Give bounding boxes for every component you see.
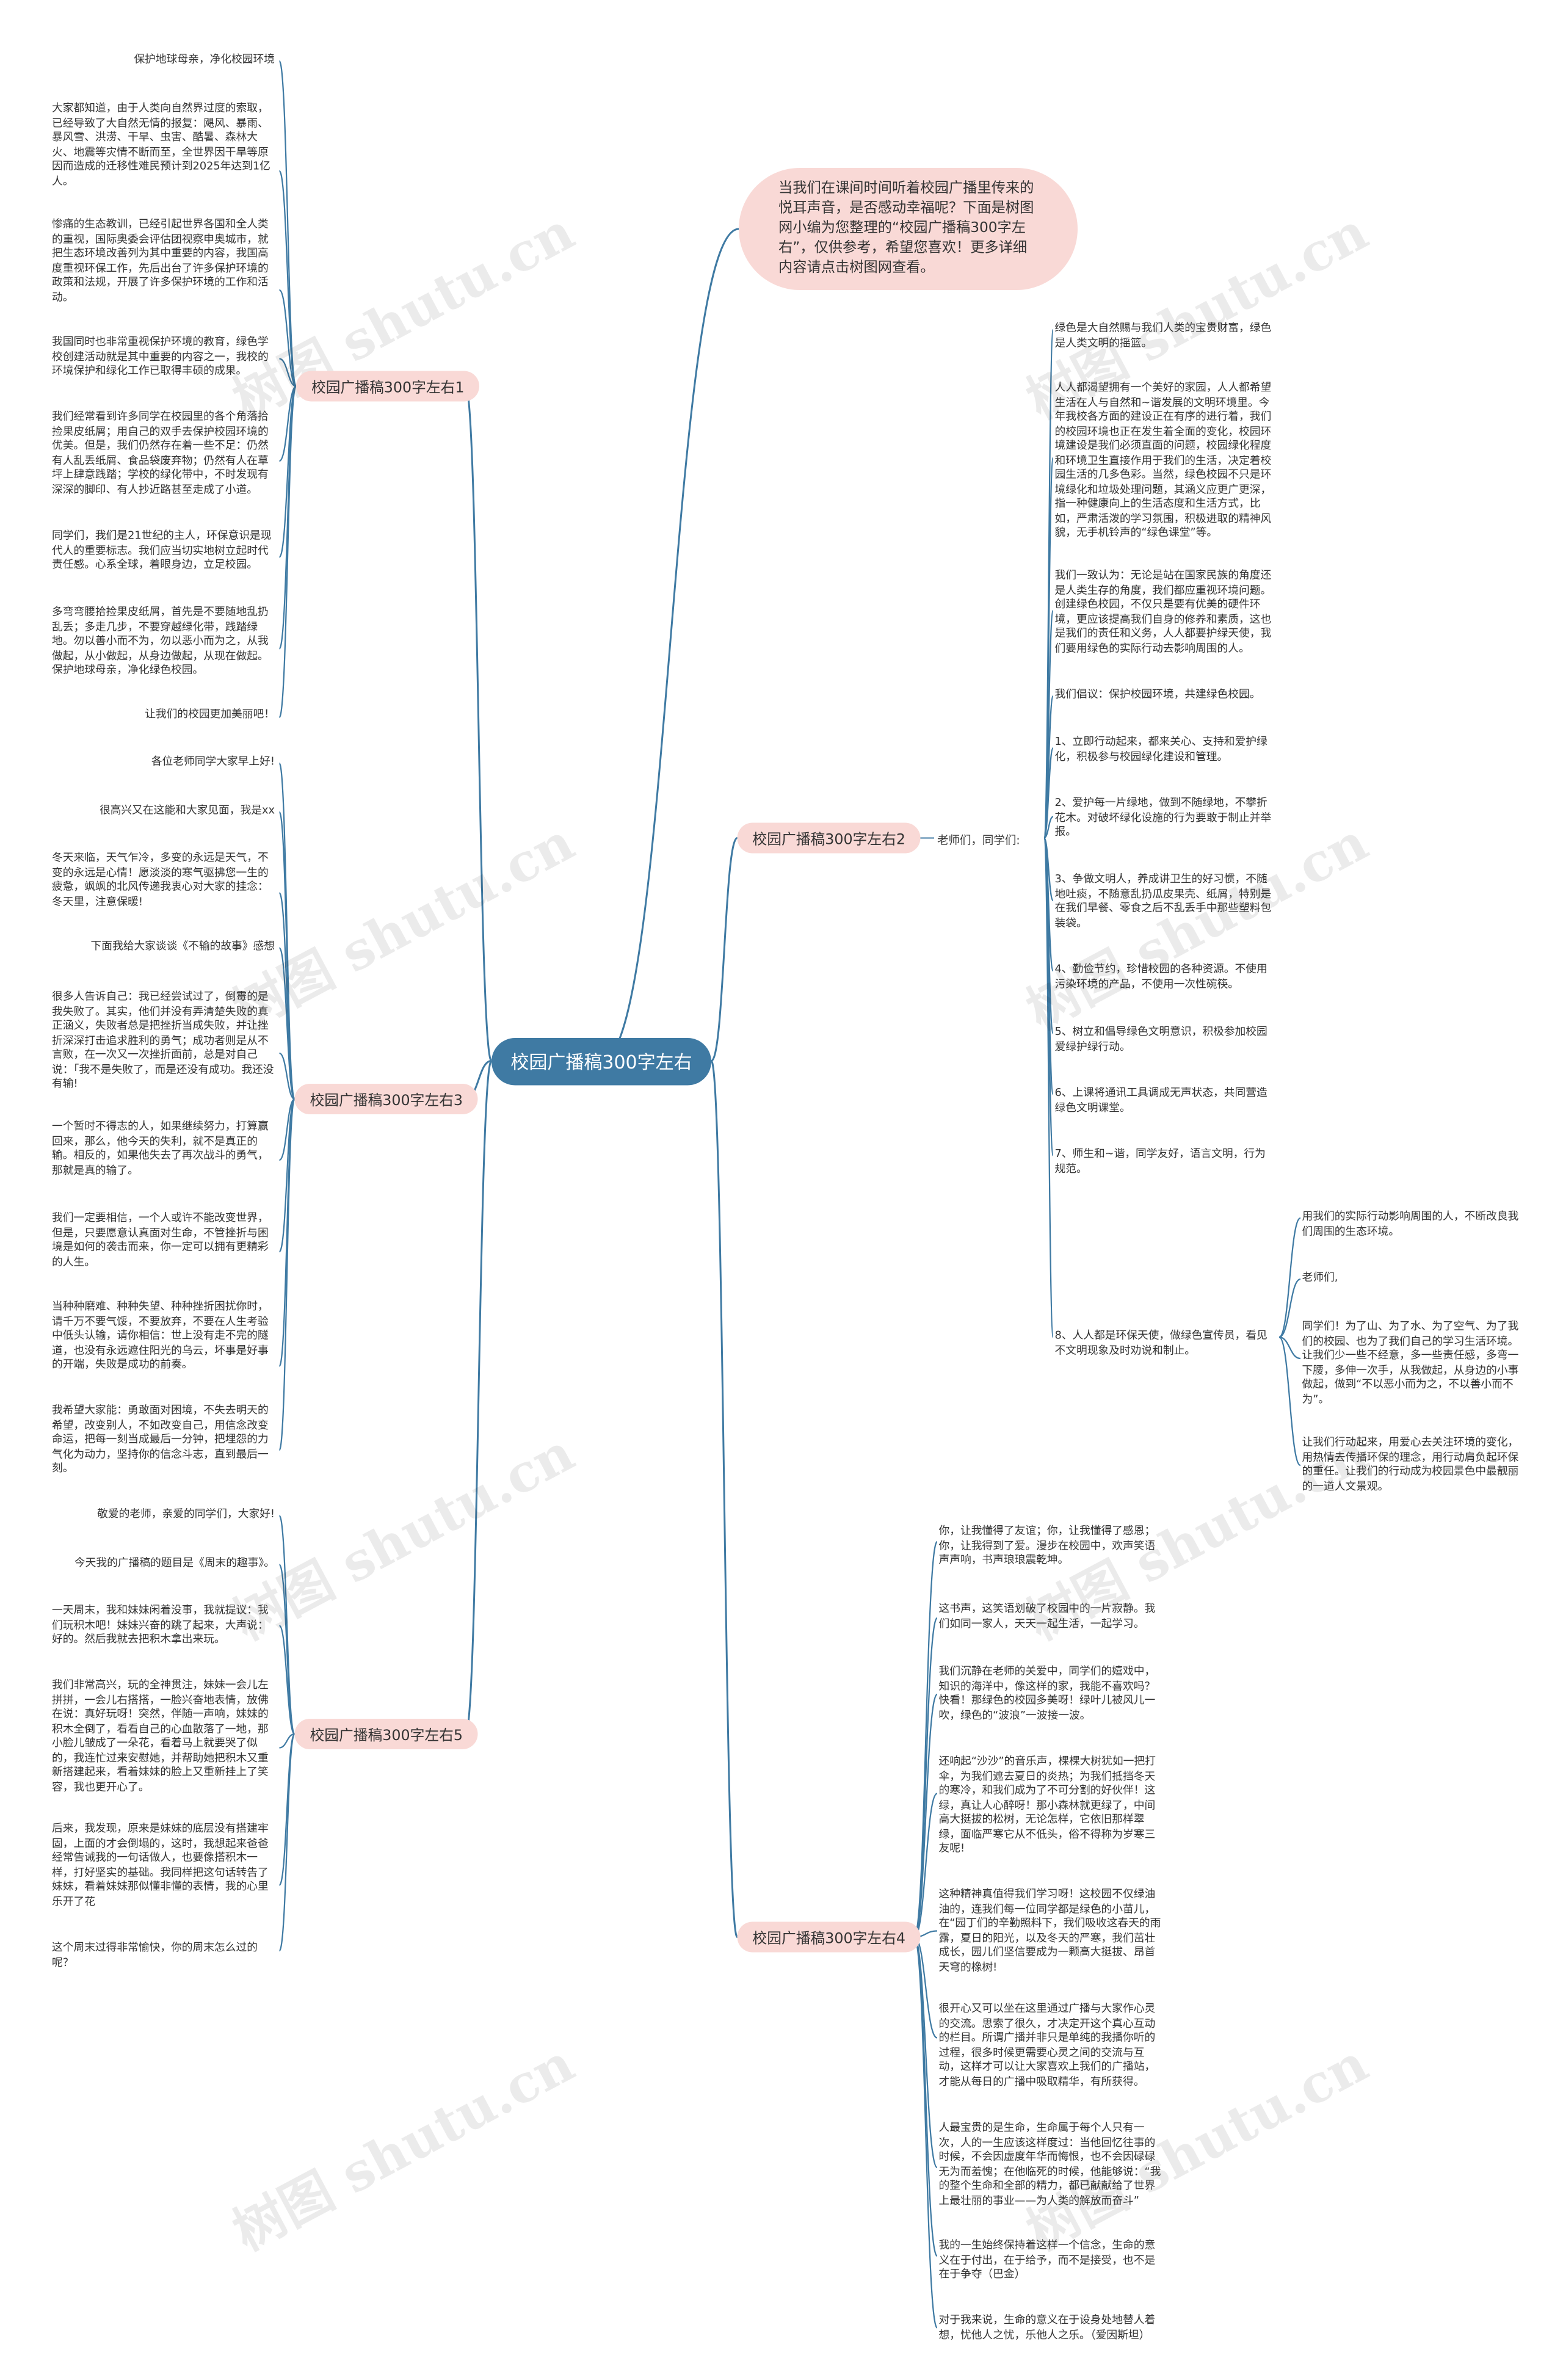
leaf-2-12-1: 用我们的实际行动影响周围的人，不断改良我们周围的生态环境。: [1302, 1209, 1519, 1238]
leaf-1-2: 大家都知道，由于人类向自然界过度的索取，已经导致了大自然无情的报复：飓风、暴雨、…: [52, 101, 270, 187]
connector-line: [913, 1936, 938, 2169]
connector-line: [278, 1098, 296, 1367]
leaf-3-9: 我希望大家能：勇敢面对困境，不失去明天的希望，改变别人，不如改变自己，用信念改变…: [52, 1402, 269, 1475]
leaf-4-9: 对于我来说，生命的意义在于设身处地替人着想，忧他人之忧，乐他人之乐。（爱因斯坦）: [938, 2312, 1156, 2341]
leaf-2-10: 6、上课将通讯工具调成无声状态，共同营造绿色文明课堂。: [1054, 1085, 1267, 1114]
branch-3[interactable]: 校园广播稿300字左右3: [294, 1084, 478, 1114]
leaf-3-7: 我们一定要相信，一个人或许不能改变世界，但是，只要愿意认真面对生命，不管挫折与困…: [52, 1210, 269, 1268]
leaf-3-5: 很多人告诉自己：我已经尝试过了，倒霉的是我失败了。其实，他们并没有弄清楚失败的真…: [52, 989, 274, 1090]
connector-line: [278, 1733, 296, 1886]
connector-line: [1278, 1217, 1301, 1338]
leaf-4-6: 很开心又可以坐在这里通过广播与大家作心灵的交流。思索了很久，才决定开这个真心互动…: [938, 2001, 1156, 2088]
leaf-1-5: 我们经常看到许多同学在校园里的各个角落拾捡果皮纸屑；用自己的双手去保护校园环境的…: [52, 409, 269, 496]
connector-line: [913, 1540, 938, 1938]
leaf-2-12-3: 同学们！为了山、为了水、为了空气、为了我们的校园、也为了我们自己的学习生活环境。…: [1302, 1319, 1519, 1406]
leaf-3-1: 各位老师同学大家早上好!: [151, 754, 275, 768]
branch-1[interactable]: 校园广播稿300字左右1: [296, 371, 480, 402]
leaf-1-6: 同学们，我们是21世纪的主人，环保意识是现代人的重要标志。我们应当切实地树立起时…: [52, 528, 272, 571]
leaf-3-3: 冬天来临，天气乍冷，多变的永远是天气，不变的永远是心情！愿淡淡的寒气驱拂您一生的…: [52, 850, 269, 908]
connector-line: [1043, 747, 1054, 839]
connector-line: [278, 1733, 296, 1952]
connector-line: [278, 385, 297, 462]
leaf-3-4: 下面我给大家谈谈《不输的故事》感想: [90, 938, 275, 953]
leaf-2-12-2: 老师们,: [1302, 1270, 1338, 1284]
connector-line: [710, 1060, 738, 1938]
connector-line: [1278, 1336, 1302, 1467]
leaf-5-5: 后来，我发现，原来是妹妹的底层没有搭建牢固，上面的才会倒塌的，这时，我想起来爸爸…: [52, 1821, 269, 1907]
leaf-4-4: 还响起“沙沙”的音乐声，棵棵大树犹如一把打伞，为我们遮去夏日的炎热；为我们抵挡冬…: [938, 1754, 1156, 1855]
leaf-2-12: 8、人人都是环保天使，做绿色宣传员，看见不文明现象及时劝说和制止。: [1054, 1328, 1267, 1357]
leaf-1-8: 让我们的校园更加美丽吧！: [145, 706, 275, 721]
connector-line: [278, 1098, 296, 1161]
connector-line: [913, 1617, 938, 1938]
connector-line: [278, 170, 297, 387]
leaf-2-5: 1、立即行动起来，都来关心、支持和爱护绿化，积极参与校园绿化建设和管理。: [1054, 734, 1267, 763]
connector-line: [278, 947, 296, 1100]
connector-line: [278, 1052, 296, 1100]
leaf-4-2: 这书声，这笑语划破了校园中的一片寂静。我们如同一家人，天天一起生活，一起学习。: [938, 1601, 1156, 1630]
connector-line: [278, 1625, 296, 1735]
connector-line: [913, 1936, 938, 2329]
connector-line: [278, 385, 297, 719]
leaf-2-9: 5、树立和倡导绿色文明意识，积极参加校园爱绿护绿行动。: [1054, 1024, 1267, 1053]
connector-line: [710, 837, 738, 1062]
branch-2-greeting: 老师们，同学们:: [937, 833, 1020, 847]
leaf-2-6: 2、爱护每一片绿地，做到不随绿地，不攀折花木。对破坏绿化设施的行为要敢于制止并举…: [1054, 795, 1272, 838]
connector-line: [1278, 1278, 1301, 1338]
branch-4[interactable]: 校园广播稿300字左右4: [737, 1921, 921, 1953]
leaf-2-4: 我们倡议：保护校园环境，共建绿色校园。: [1054, 687, 1261, 701]
root-topic[interactable]: 校园广播稿300字左右: [491, 1038, 711, 1086]
leaf-2-3: 我们一致认为：无论是站在国家民族的角度还是人类生存的角度，我们都应重视环境问题。…: [1054, 568, 1272, 655]
leaf-5-3: 一天周末，我和妹妹闲着没事，我就提议：我们玩积木吧！妹妹兴奋的跳了起来，大声说：…: [52, 1603, 269, 1645]
leaf-1-3: 惨痛的生态教训，已经引起世界各国和全人类的重视，国际奥委会评估团视察申奥城市，就…: [52, 217, 269, 303]
leaf-3-8: 当种种磨难、种种失望、种种挫折困扰你时，请千万不要气馁，不要放弃，不要在人生考验…: [52, 1299, 269, 1371]
leaf-5-2: 今天我的广播稿的题目是《周末的趣事》。: [74, 1555, 275, 1570]
leaf-2-8: 4、勤俭节约，珍惜校园的各种资源。不使用污染环境的产品，不使用一次性碗筷。: [1054, 962, 1267, 990]
leaf-1-4: 我国同时也非常重视保护环境的教育，绿色学校创建活动就是其中重要的内容之一，我校的…: [52, 334, 269, 377]
leaf-2-12-4: 让我们行动起来，用爱心去关注环境的变化，用热情去传播环保的理念，用行动肩负起环保…: [1302, 1435, 1519, 1492]
connector-line: [279, 358, 297, 387]
connector-line: [278, 289, 297, 387]
leaf-2-1: 绿色是大自然赐与我们人类的宝贵财富，绿色是人类文明的摇篮。: [1054, 321, 1272, 349]
branch-5[interactable]: 校园广播稿300字左右5: [294, 1719, 478, 1749]
connector-line: [278, 1098, 296, 1451]
connector-line: [1043, 837, 1054, 1338]
leaf-4-3: 我们沉静在老师的关爱中，同学们的嬉戏中，知识的海洋中，像这样的家，我能不喜欢吗？…: [938, 1664, 1156, 1721]
intro-bubble[interactable]: 当我们在课间时间听着校园广播里传来的悦耳声音，是否感动幸福呢？下面是树图网小编为…: [739, 168, 1078, 290]
connector-line: [913, 1693, 938, 1938]
leaf-2-11: 7、师生和~谐，同学友好，语言文明，行为规范。: [1054, 1146, 1266, 1175]
connector-line: [278, 1515, 296, 1735]
leaf-4-8: 我的一生始终保持着这样一个信念，生命的意义在于付出，在于给予，而不是接受，也不是…: [938, 2238, 1156, 2280]
connector-line: [1043, 816, 1054, 839]
connector-line: [279, 1733, 295, 1749]
connector-line: [1043, 837, 1054, 902]
connector-line: [1043, 837, 1054, 1156]
connector-line: [1278, 1336, 1301, 1360]
branch-2[interactable]: 校园广播稿300字左右2: [737, 822, 921, 854]
connector-line: [1043, 837, 1054, 972]
leaf-4-7: 人最宝贵的是生命，生命属于每个人只有一次，人的一生应该这样度过：当他回忆往事的时…: [938, 2120, 1161, 2207]
leaf-3-2: 很高兴又在这能和大家见面，我是xx: [99, 803, 275, 817]
connector-line: [601, 228, 739, 1062]
leaf-1-7: 多弯弯腰拾捡果皮纸屑，首先是不要随地乱扔乱丢；多走几步，不要穿越绿化带，践踏绿地…: [52, 604, 269, 677]
leaf-5-4: 我们非常高兴，玩的全神贯注，妹妹一会儿左拼拼，一会儿右搭搭，一脸兴奋地表情，放佛…: [52, 1677, 269, 1793]
leaf-2-2: 人人都渴望拥有一个美好的家园，人人都希望生活在人与自然和~谐发展的文明环境里。今…: [1054, 380, 1272, 539]
leaf-4-5: 这种精神真值得我们学习呀！这校园不仅绿油油的，连我们每一位同学都是绿色的小苗儿，…: [938, 1887, 1161, 1973]
connector-line: [278, 1564, 296, 1735]
leaf-2-7: 3、争做文明人，养成讲卫生的好习惯，不随地吐痰，不随意乱扔瓜皮果壳、纸屑，特别是…: [1054, 871, 1272, 929]
leaf-5-6: 这个周末过得非常愉快，你的周末怎么过的呢？: [52, 1940, 258, 1968]
connector-line: [278, 1098, 296, 1253]
connector-line: [465, 385, 493, 1062]
leaf-1-1: 保护地球母亲，净化校园环境: [134, 52, 275, 66]
connector-line: [465, 1060, 493, 1735]
leaf-4-1: 你，让我懂得了友谊；你，让我懂得了感恩；你，让我得到了爱。漫步在校园中，欢声笑语…: [938, 1523, 1156, 1566]
leaf-3-6: 一个暂时不得志的人，如果继续努力，打算赢回来，那么，他今天的失利，就不是真正的输…: [52, 1119, 269, 1177]
leaf-5-1: 敬爱的老师，亲爱的同学们，大家好!: [97, 1506, 275, 1521]
